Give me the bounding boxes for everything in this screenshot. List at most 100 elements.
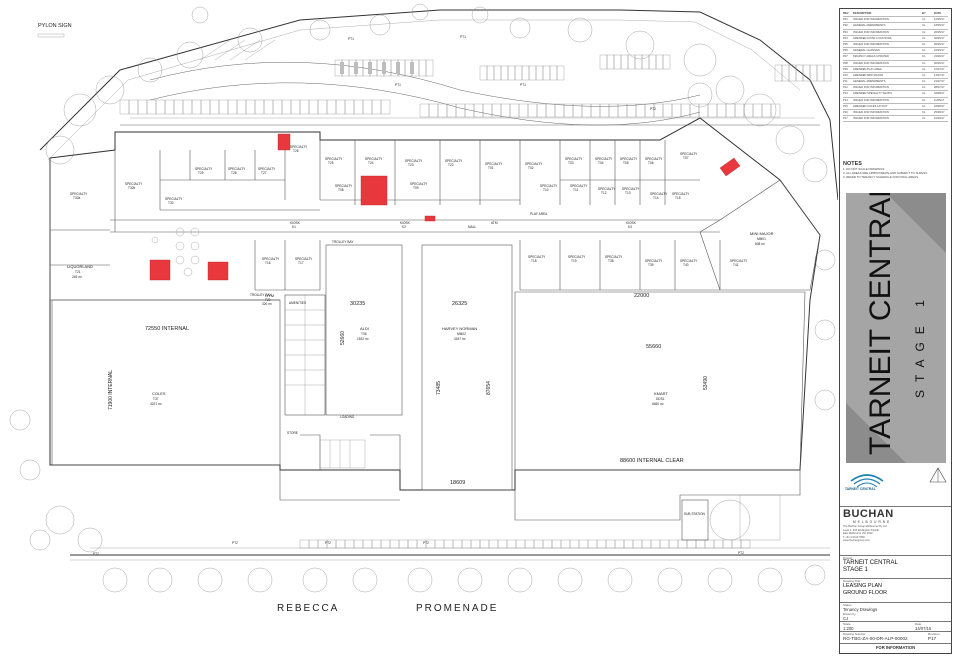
- tree: [352, 567, 378, 593]
- specialty-code: T14: [653, 196, 659, 200]
- aldi-area: 1532 m²: [357, 337, 369, 341]
- parking-bay: [173, 99, 184, 115]
- specialty-label: SPECIALTY: [165, 197, 183, 201]
- parking-bay: [362, 99, 373, 115]
- accessible-bay: [340, 62, 344, 74]
- parking-bay: [668, 539, 679, 549]
- tree: [457, 567, 483, 593]
- parking-bay: [443, 539, 454, 549]
- architect-name: BUCHAN: [843, 508, 894, 520]
- specialty-label: SPECIALTY: [445, 159, 463, 163]
- parking-bay: [380, 99, 391, 115]
- accessible-bay: [354, 62, 358, 74]
- revision-info: Revision P17: [928, 632, 948, 641]
- parking-bay: [722, 539, 733, 549]
- tree: [309, 19, 331, 41]
- specialty-code: T16: [265, 261, 271, 265]
- parking-bay: [371, 99, 382, 115]
- parking-bay: [434, 539, 445, 549]
- project-info: Project TARNEIT CENTRAL STAGE 1: [843, 556, 948, 573]
- street-name-rebecca: REBECCA: [277, 603, 339, 614]
- substation-label: SUB STATION: [684, 512, 705, 516]
- building: [49, 117, 821, 541]
- parking-bay: [344, 539, 355, 549]
- specialty-code: T27: [261, 171, 267, 175]
- tree: [802, 157, 828, 183]
- tree: [102, 567, 128, 593]
- specialty-code: T41: [733, 263, 739, 267]
- specialty-label: SPECIALTY: [570, 184, 588, 188]
- parking-bay: [527, 103, 538, 118]
- parking-bay: [620, 54, 629, 70]
- parking-bay: [418, 59, 427, 77]
- parking-bay: [734, 103, 745, 118]
- pt-label: PT1: [348, 37, 354, 41]
- parking-bay: [549, 65, 558, 81]
- coles-footprint: [51, 299, 281, 466]
- kmart-dim-vertical: 53490: [703, 376, 709, 390]
- note-line: 3. REFER TO TENANCY SCHEDULE FOR FINAL A…: [843, 175, 919, 180]
- parking-bay: [452, 539, 463, 549]
- tree: [29, 529, 51, 551]
- specialty-code: T19: [571, 259, 577, 263]
- highlighted-tenancies: [149, 133, 741, 281]
- parking-bay: [254, 99, 265, 115]
- specialty-label: SPECIALTY: [410, 182, 428, 186]
- specialty-code: T06: [648, 161, 654, 165]
- parking-bays: [119, 54, 832, 549]
- specialty-label: SPECIALTY: [622, 187, 640, 191]
- highlight-t35: [207, 261, 229, 281]
- parking-bay: [209, 99, 220, 115]
- parking-bay: [119, 99, 130, 115]
- architect-block: BUCHAN MELBOURNE The Buchan Group Melbou…: [843, 508, 948, 543]
- pt-label: PT1: [520, 83, 526, 87]
- highlight-kiosk: [424, 215, 436, 222]
- parking-bay: [425, 59, 434, 77]
- specialty-code: T28: [231, 171, 237, 175]
- parking-bay: [605, 539, 616, 549]
- project-title-graphic: TARNEIT CENTRAL STAGE 1: [846, 181, 946, 463]
- harvey-dim-label: 26325: [452, 301, 467, 307]
- parking-bay: [518, 103, 529, 118]
- tree: [471, 6, 489, 24]
- parking-bay: [227, 99, 238, 115]
- parking-bay: [497, 539, 508, 549]
- pt-label: PT2: [93, 552, 99, 556]
- liquorland-name: LIQUORLAND: [67, 264, 93, 269]
- specialty-label: SPECIALTY: [325, 157, 343, 161]
- project-name-vertical: TARNEIT CENTRAL: [864, 193, 897, 455]
- tree: [197, 567, 223, 593]
- specialty-label: SPECIALTY: [405, 159, 423, 163]
- parking-bay: [596, 539, 607, 549]
- architect-details: The Buchan Group Melbourne Pty Ltd Level…: [843, 525, 887, 543]
- tenancy-labels: 72550 INTERNAL COLES T37 4221 m² 71900 I…: [67, 212, 774, 516]
- parking-bay: [677, 539, 688, 549]
- trolley-bay-1: TROLLEY BAY: [332, 240, 354, 244]
- parking-bay: [774, 64, 783, 82]
- tree: [814, 319, 836, 341]
- pt-label: PT1: [460, 35, 466, 39]
- aldi-name: ALDI: [360, 326, 369, 331]
- parking-bay: [191, 99, 202, 115]
- kiosk-2-code: K2: [402, 225, 406, 229]
- parking-bay: [536, 103, 547, 118]
- parking-bay: [648, 54, 657, 70]
- tree: [237, 27, 263, 53]
- specialty-label: SPECIALTY: [125, 182, 143, 186]
- issue-status: FOR INFORMATION: [875, 645, 916, 650]
- parking-bay: [704, 539, 715, 549]
- aldi-footprint: [325, 244, 403, 416]
- parking-bay: [326, 99, 337, 115]
- harvey-dim-vertical: 73485: [436, 381, 442, 395]
- parking-bay: [551, 539, 562, 549]
- parking-bay: [761, 103, 772, 118]
- parking-bay: [698, 103, 709, 118]
- parking-bay: [437, 103, 448, 118]
